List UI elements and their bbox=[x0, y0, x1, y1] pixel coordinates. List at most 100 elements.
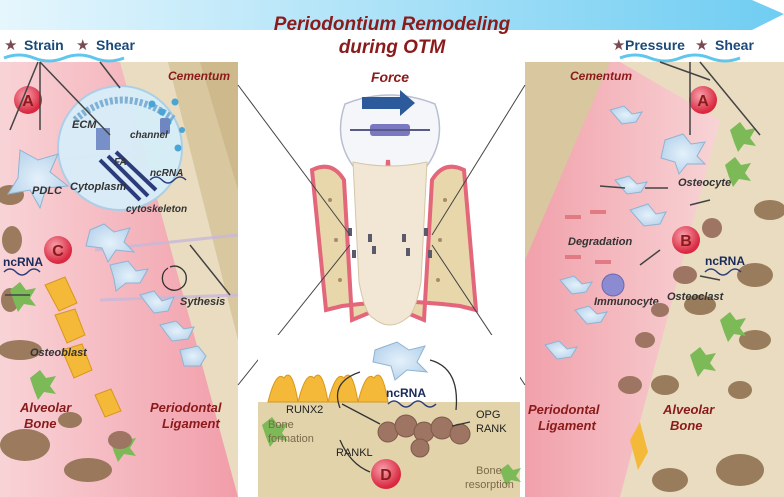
banner-arrow bbox=[0, 0, 784, 30]
inset-osteoclasts bbox=[377, 414, 471, 458]
left-cementum bbox=[168, 62, 238, 340]
bone-formation-label-2: formation bbox=[268, 433, 314, 445]
left-force-arrows bbox=[5, 61, 231, 296]
strain-label: Strain bbox=[24, 37, 64, 53]
fa-icon bbox=[96, 128, 110, 150]
star-icon: ★ bbox=[76, 37, 89, 54]
pdl-cells bbox=[85, 223, 207, 367]
bone-resorption-label-1: Bone bbox=[476, 465, 502, 477]
star-icon: ★ bbox=[612, 37, 625, 54]
pdlc-cell bbox=[6, 149, 70, 210]
right-panel: ★ Pressure ★ Shear Cementum A B Osteocyt… bbox=[525, 37, 784, 497]
pdl-markers bbox=[348, 228, 432, 258]
cytoskeleton-icon bbox=[98, 150, 158, 202]
right-force-arrows bbox=[599, 61, 761, 281]
inset-green-cell bbox=[500, 464, 521, 486]
left-osteoclast bbox=[108, 431, 132, 449]
osteoclast-label: Osteoclast bbox=[667, 291, 725, 303]
title-line2: during OTM bbox=[339, 37, 447, 58]
right-ncrna-label: ncRNA bbox=[705, 254, 745, 268]
inset-pdl-cell bbox=[372, 341, 429, 381]
right-green-cells bbox=[690, 122, 756, 377]
right-osteoblast bbox=[630, 422, 648, 470]
immunocyte-label: Immunocyte bbox=[594, 296, 659, 308]
bone-resorption-label-2: resorption bbox=[465, 479, 514, 491]
left-force-labels: ★ Strain ★ Shear bbox=[3, 37, 135, 63]
immunocyte-cell bbox=[601, 273, 625, 297]
left-pdl-label-1: Periodontal bbox=[150, 400, 222, 415]
left-bone-lacunae bbox=[0, 185, 112, 482]
badge-a-right-label: A bbox=[697, 93, 709, 110]
right-cementum bbox=[525, 62, 610, 260]
right-pdl-cells bbox=[544, 105, 707, 360]
right-alveolar-label-2: Bone bbox=[670, 418, 703, 433]
badge-a-label: A bbox=[22, 93, 34, 110]
pressure-label: Pressure bbox=[625, 37, 685, 53]
inset-arrows bbox=[336, 359, 471, 473]
right-pdl-label-2: Ligament bbox=[538, 418, 596, 433]
degraded-fibers bbox=[565, 210, 611, 264]
left-cementum-shade bbox=[200, 62, 238, 190]
right-bone-lacunae bbox=[651, 200, 784, 492]
channel-label: channel bbox=[130, 130, 168, 141]
rna-icon bbox=[149, 176, 187, 184]
center-panel: Force bbox=[237, 69, 526, 497]
osteoblast-cells bbox=[44, 276, 122, 418]
right-shear-label: Shear bbox=[715, 37, 754, 53]
rank-label: RANK bbox=[476, 423, 507, 435]
force-arrow-icon bbox=[362, 90, 415, 116]
badge-a-right bbox=[689, 86, 717, 114]
ncrna-label-c: ncRNA bbox=[3, 255, 43, 269]
star-icon: ★ bbox=[4, 37, 17, 54]
ncrna-label-zoom: ncRNA bbox=[150, 168, 183, 179]
right-alveolar-label-1: Alveolar bbox=[662, 402, 715, 417]
inset-osteoblasts bbox=[267, 374, 389, 403]
osteoclast-cells bbox=[618, 218, 722, 394]
left-cementum-label: Cementum bbox=[168, 69, 230, 83]
pdlc-label: PDLC bbox=[32, 185, 63, 197]
cytoplasm-label: Cytoplasm bbox=[70, 181, 126, 193]
osteocyte-label: Osteocyte bbox=[678, 177, 731, 189]
badge-b bbox=[672, 226, 700, 254]
badge-b-label: B bbox=[680, 233, 692, 250]
left-alveolar-label-2: Bone bbox=[24, 416, 57, 431]
badge-c bbox=[44, 236, 72, 264]
center-bone-dots bbox=[328, 198, 447, 282]
rna-icon bbox=[3, 268, 41, 276]
inset-ncrna-label: ncRNA bbox=[386, 386, 426, 400]
rna-icon bbox=[704, 268, 742, 276]
right-pdl-label-1: Periodontal bbox=[528, 402, 600, 417]
runx2-label: RUNX2 bbox=[286, 404, 323, 416]
badge-d-label: D bbox=[380, 467, 392, 484]
shear-label: Shear bbox=[96, 37, 135, 53]
title-line1: Periodontium Remodeling bbox=[274, 14, 511, 35]
header-banner: Periodontium Remodeling during OTM bbox=[0, 0, 784, 58]
wave-icon bbox=[3, 53, 125, 63]
right-cementum-label: Cementum bbox=[570, 69, 632, 83]
wave-icon bbox=[619, 53, 741, 63]
left-alveolar-label-1: Alveolar bbox=[19, 400, 72, 415]
right-force-labels: ★ Pressure ★ Shear bbox=[612, 37, 754, 63]
channel-icon bbox=[160, 118, 170, 134]
rna-icon bbox=[387, 400, 437, 408]
star-icon: ★ bbox=[695, 37, 708, 54]
tooth-root bbox=[352, 161, 428, 326]
cytoskeleton-label: cytoskeleton bbox=[126, 204, 187, 215]
osteoblast-label: Osteoblast bbox=[30, 347, 88, 359]
left-panel: ★ Strain ★ Shear Cementum ECM channel FA… bbox=[0, 37, 239, 497]
force-label: Force bbox=[371, 69, 409, 85]
left-pdl-label-2: Ligament bbox=[162, 416, 220, 431]
bone-formation-label-1: Bone bbox=[268, 419, 294, 431]
inset-green-cell bbox=[262, 417, 288, 447]
fa-label: FA bbox=[114, 157, 127, 168]
rankl-label: RANKL bbox=[336, 447, 373, 459]
cycle-arrow-icon bbox=[161, 265, 187, 291]
badge-c-label: C bbox=[52, 243, 64, 260]
ecm-label: ECM bbox=[72, 119, 97, 131]
opg-label: OPG bbox=[476, 409, 500, 421]
degradation-label: Degradation bbox=[568, 236, 632, 248]
synthesis-label: Sythesis bbox=[180, 296, 225, 308]
badge-d bbox=[371, 459, 401, 489]
